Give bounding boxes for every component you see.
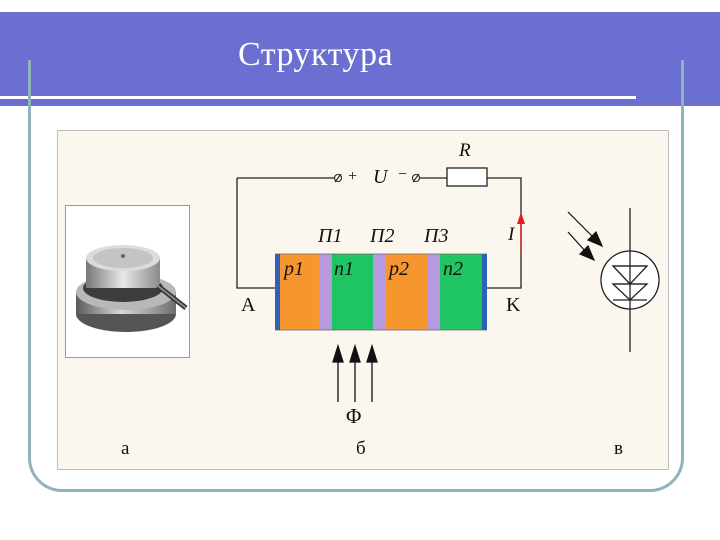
junction-p1: [319, 254, 332, 330]
p1-layer: [280, 254, 319, 330]
layer-label-n1: n1: [334, 258, 354, 280]
current-label: I: [508, 224, 515, 245]
sublabel-a: а: [121, 438, 130, 459]
minus-sign: −: [398, 166, 408, 183]
p2-layer: [386, 254, 427, 330]
cathode-contact: [482, 254, 487, 330]
n1-layer: [332, 254, 373, 330]
anode-label: A: [241, 294, 256, 316]
sublabel-b: б: [356, 438, 366, 459]
junction-label-p3: П3: [424, 225, 449, 247]
plus-sign: +: [348, 168, 358, 185]
layer-label-p1: p1: [284, 258, 304, 280]
current-arrow: [517, 212, 525, 250]
junction-p2: [373, 254, 386, 330]
junction-label-p2: П2: [370, 225, 395, 247]
slide-frame: [28, 60, 684, 492]
cathode-label: K: [506, 294, 521, 316]
photothyristor-symbol: [600, 208, 660, 352]
resistor-label: R: [459, 140, 471, 161]
n2-layer: [440, 254, 482, 330]
banner-underline: [0, 96, 636, 99]
resistor: [446, 167, 488, 187]
incident-light-arrows: [567, 211, 604, 262]
voltage-label: U: [373, 166, 388, 188]
voltage-terminals: [333, 173, 421, 183]
layer-label-n2: n2: [443, 258, 463, 280]
device-photo: [65, 205, 190, 358]
flux-label: Φ: [346, 404, 362, 428]
junction-p3: [427, 254, 440, 330]
slide-title: Структура: [238, 36, 394, 73]
title-banner: [0, 12, 720, 106]
thyristor-photo-image: [76, 245, 188, 332]
sublabel-v: в: [614, 438, 623, 459]
pnpn-structure: [275, 253, 487, 331]
junction-label-p1: П1: [318, 225, 343, 247]
layer-label-p2: p2: [389, 258, 409, 280]
anode-contact: [275, 254, 280, 330]
light-flux-arrows: [332, 343, 378, 402]
